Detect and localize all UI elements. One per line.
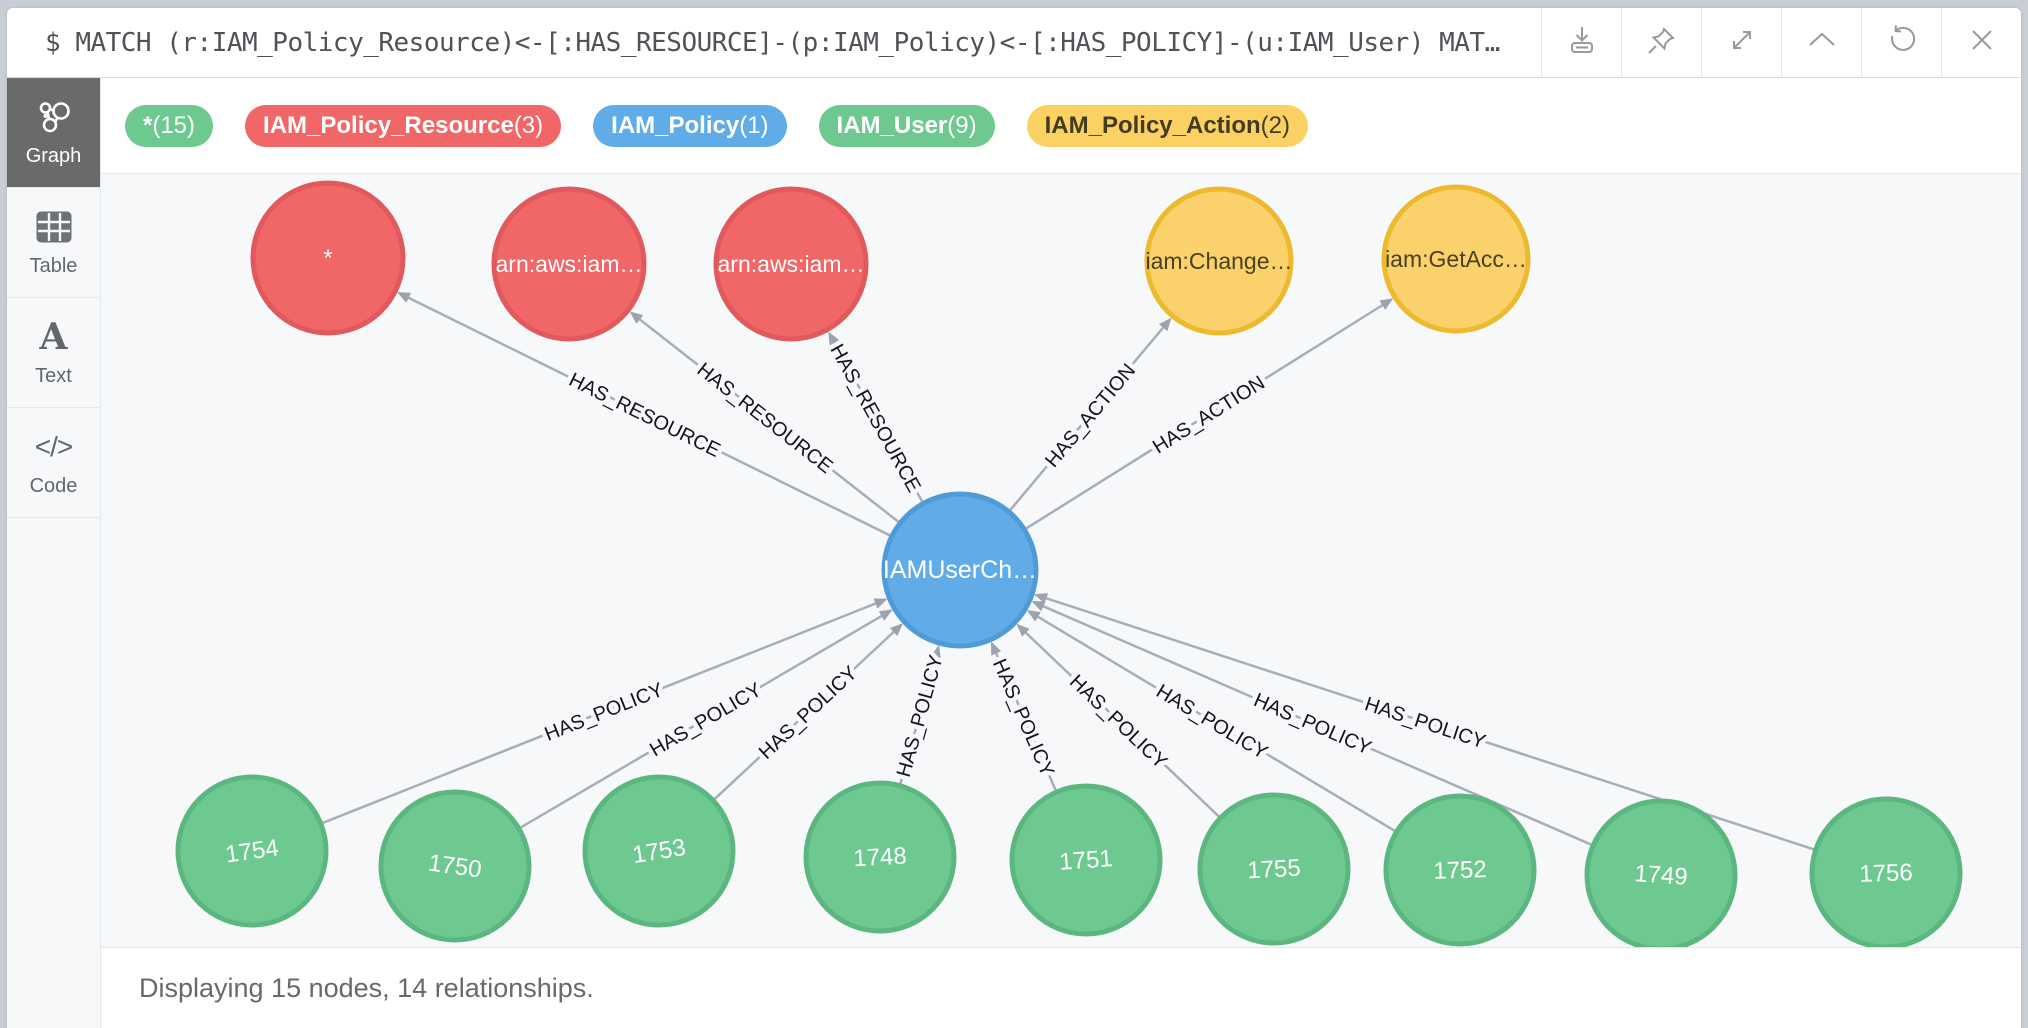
graph-node-arnawsiam[interactable] xyxy=(713,186,869,342)
legend-pill-IAM_User[interactable]: IAM_User(9) xyxy=(818,104,995,147)
tab-code[interactable]: </> Code xyxy=(7,408,100,518)
query-header: $ MATCH (r:IAM_Policy_Resource)<-[:HAS_R… xyxy=(7,8,2021,78)
graph-node-iamGetAcc[interactable] xyxy=(1381,184,1531,334)
graph-node-1751[interactable] xyxy=(1009,783,1163,937)
relationship-edge-has_resource[interactable] xyxy=(629,311,901,524)
graph-node-[interactable] xyxy=(250,180,406,336)
graph-node-1753[interactable] xyxy=(582,774,736,928)
pin-button[interactable] xyxy=(1621,8,1701,77)
relationship-label: HAS_POLICY xyxy=(1152,680,1271,763)
graph-node-1752[interactable] xyxy=(1383,793,1537,947)
view-sidebar: Graph Table A Text </> Code xyxy=(7,78,101,1028)
tab-graph[interactable]: Graph xyxy=(7,78,100,188)
relationship-label: HAS_POLICY xyxy=(893,653,948,780)
graph-node-1754[interactable] xyxy=(175,774,329,928)
cypher-query-input[interactable]: $ MATCH (r:IAM_Policy_Resource)<-[:HAS_R… xyxy=(7,8,1541,77)
legend-pill-[interactable]: *(15) xyxy=(125,104,214,147)
code-icon: </> xyxy=(34,431,73,462)
legend-pill-IAM_Policy_Action[interactable]: IAM_Policy_Action(2) xyxy=(1026,104,1308,147)
graph-node-1748[interactable] xyxy=(803,780,957,934)
graph-node-IAMUserCh[interactable] xyxy=(881,491,1039,649)
relationship-edge-has_resource[interactable] xyxy=(397,291,892,538)
graph-node-arnawsiam[interactable] xyxy=(491,186,647,342)
relationship-label: HAS_POLICY xyxy=(755,662,862,764)
rerun-icon xyxy=(1884,22,1920,63)
relationship-edge-has_policy[interactable] xyxy=(1016,623,1221,819)
expand-icon xyxy=(1725,23,1759,62)
rerun-button[interactable] xyxy=(1861,8,1941,77)
graph-node-1750[interactable] xyxy=(378,789,532,943)
download-button[interactable] xyxy=(1541,8,1621,77)
graph-node-1756[interactable] xyxy=(1809,796,1963,947)
relationship-label: HAS_RESOURCE xyxy=(565,369,723,462)
relationship-edge-has_policy[interactable] xyxy=(519,609,893,830)
relationship-label: HAS_ACTION xyxy=(1149,372,1269,459)
tab-code-label: Code xyxy=(29,475,78,497)
relationship-edge-has_action[interactable] xyxy=(1024,298,1394,531)
legend-pill-IAM_Policy[interactable]: IAM_Policy(1) xyxy=(593,104,787,147)
tab-text-label: Text xyxy=(35,365,72,387)
legend-pill-IAM_Policy_Resource[interactable]: IAM_Policy_Resource(3) xyxy=(245,104,562,147)
cypher-query-text: MATCH (r:IAM_Policy_Resource)<-[:HAS_RES… xyxy=(75,27,1500,58)
relationship-label: HAS_POLICY xyxy=(1362,693,1488,753)
status-text: Displaying 15 nodes, 14 relationships. xyxy=(139,972,594,1003)
expand-button[interactable] xyxy=(1701,8,1781,77)
graph-node-iamChange[interactable] xyxy=(1144,186,1294,336)
tab-text[interactable]: A Text xyxy=(7,298,100,408)
pin-icon xyxy=(1645,23,1679,62)
collapse-icon xyxy=(1804,23,1840,62)
relationship-edge-has_action[interactable] xyxy=(1008,317,1172,512)
frame-toolbar xyxy=(1541,8,2021,77)
graph-node-1749[interactable] xyxy=(1584,798,1738,947)
relationship-label: HAS_ACTION xyxy=(1041,360,1140,472)
graph-node-1755[interactable] xyxy=(1197,792,1351,946)
collapse-button[interactable] xyxy=(1781,8,1861,77)
close-icon xyxy=(1966,24,1998,61)
graph-icon xyxy=(34,97,74,137)
relationship-edge-has_policy[interactable] xyxy=(898,645,941,786)
tab-table[interactable]: Table xyxy=(7,188,100,298)
relationship-edge-has_policy[interactable] xyxy=(712,623,903,801)
tab-graph-label: Graph xyxy=(25,145,82,167)
node-legend: *(15) IAM_Policy_Resource(3) IAM_Policy(1)… xyxy=(101,78,2021,174)
text-icon: A xyxy=(39,316,68,358)
close-frame-button[interactable] xyxy=(1941,8,2021,77)
status-bar: Displaying 15 nodes, 14 relationships. xyxy=(101,947,2021,1028)
relationship-label: HAS_POLICY xyxy=(646,679,765,761)
relationship-edge-has_policy[interactable] xyxy=(990,641,1058,792)
tab-table-label: Table xyxy=(29,255,78,277)
table-icon xyxy=(35,207,73,247)
relationship-edge-has_resource[interactable] xyxy=(828,331,924,504)
prompt-symbol: $ xyxy=(45,27,61,58)
relationship-edge-has_policy[interactable] xyxy=(1026,610,1397,833)
download-icon xyxy=(1565,23,1599,62)
relationship-label: HAS_POLICY xyxy=(988,656,1058,780)
relationship-label: HAS_RESOURCE xyxy=(825,341,924,497)
result-frame: $ MATCH (r:IAM_Policy_Resource)<-[:HAS_R… xyxy=(7,8,2021,1028)
relationship-edge-has_policy[interactable] xyxy=(321,598,888,825)
relationship-label: HAS_POLICY xyxy=(542,679,667,746)
